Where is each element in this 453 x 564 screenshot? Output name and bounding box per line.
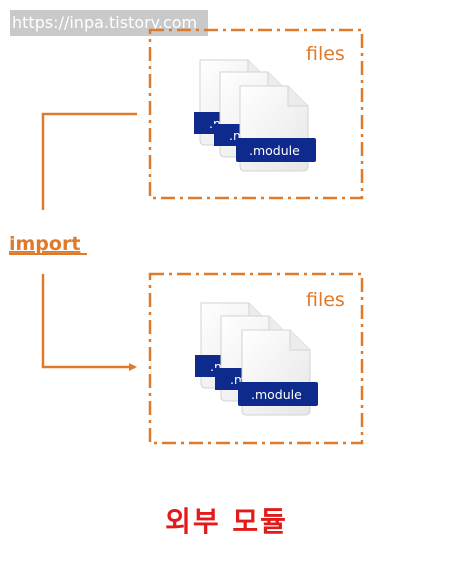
bottom-files-box: files .m .m .module bbox=[148, 272, 364, 445]
import-label: import bbox=[9, 233, 80, 255]
bottom-file-front: .module bbox=[238, 329, 318, 416]
bottom-box-label: files bbox=[306, 289, 345, 311]
top-files-box: files .m .m .module bbox=[148, 28, 364, 200]
import-arrow bbox=[41, 274, 137, 371]
watermark: https://inpa.tistory.com bbox=[10, 10, 208, 36]
top-file-front: .module bbox=[236, 85, 316, 172]
bottom-file-front-label: .module bbox=[251, 387, 302, 402]
top-box-label: files bbox=[306, 43, 345, 65]
caption: 외부 모듈 bbox=[165, 505, 288, 538]
import-connector: import bbox=[9, 112, 137, 371]
top-file-front-label: .module bbox=[249, 143, 300, 158]
import-line-top bbox=[41, 112, 137, 210]
